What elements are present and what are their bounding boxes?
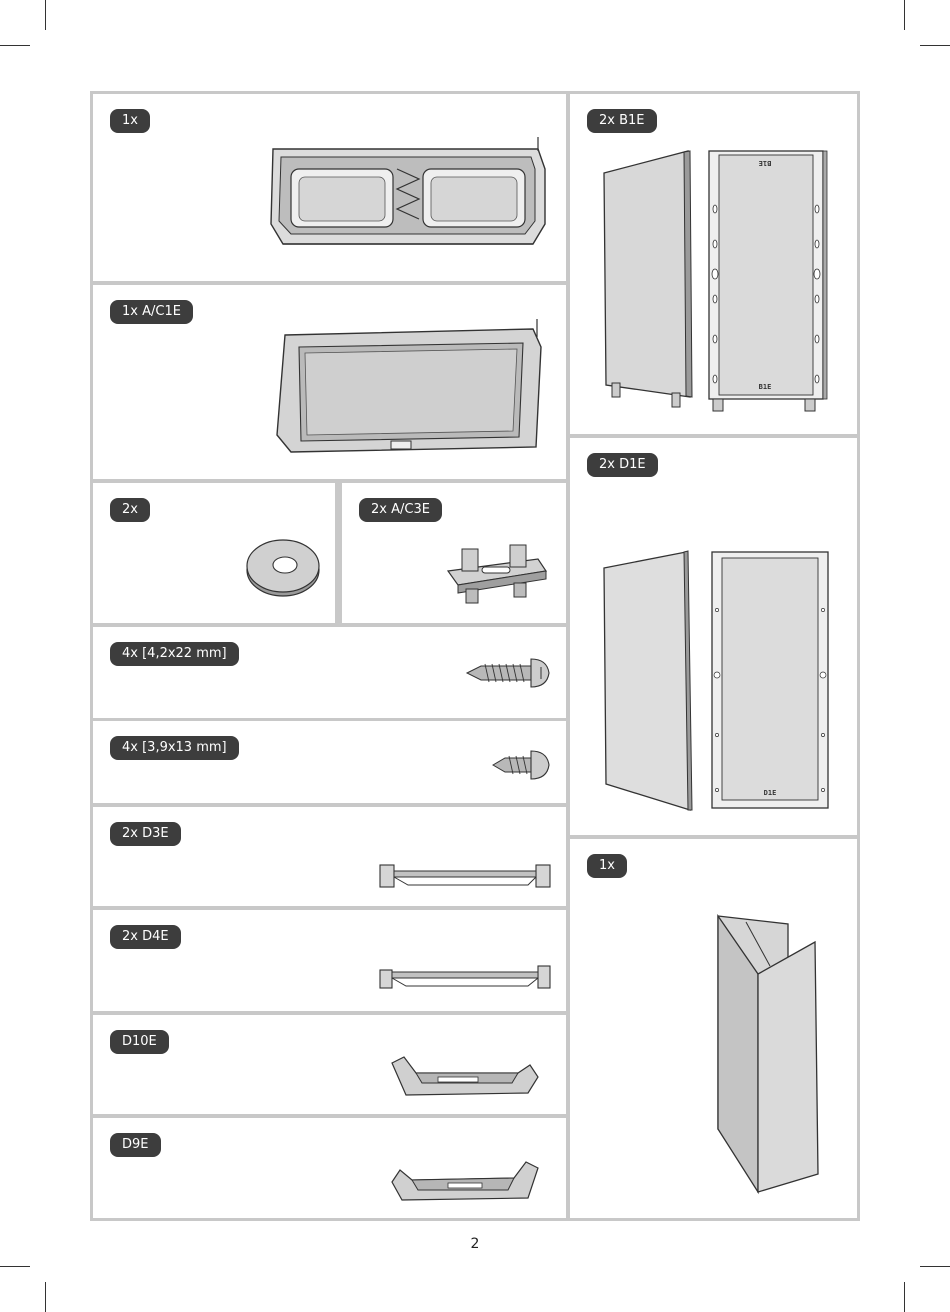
washer-icon <box>243 537 323 599</box>
part-quantity-label: 1x <box>587 854 627 878</box>
clip-bracket-icon <box>442 543 552 613</box>
crop-mark <box>904 1282 905 1312</box>
handle-icon <box>388 1053 543 1103</box>
door-panel-icon <box>600 548 695 813</box>
part-quantity-label: 4x [3,9x13 mm] <box>110 736 239 760</box>
part-cell-washer: 2x <box>93 483 335 623</box>
part-cell-tray-bottom: 1x <box>93 94 566 281</box>
part-quantity-label: 2x D4E <box>110 925 181 949</box>
handle-icon <box>388 1158 543 1208</box>
rail-bar-icon <box>378 857 553 897</box>
part-quantity-label: 2x A/C3E <box>359 498 442 522</box>
rail-bar-icon <box>378 962 553 998</box>
panel-stamp-label: B1E <box>759 159 772 167</box>
lid-frame-icon <box>271 317 551 462</box>
part-cell-bar-d4e: 2x D4E <box>93 910 566 1011</box>
part-quantity-label: 2x D1E <box>587 453 658 477</box>
folded-corner-panel-icon <box>710 904 840 1204</box>
part-quantity-label: 2x D3E <box>110 822 181 846</box>
part-quantity-label: D10E <box>110 1030 169 1054</box>
screw-short-icon <box>491 747 551 783</box>
part-cell-lid-frame: 1x A/C1E <box>93 285 566 479</box>
part-cell-corner-panel: 1x <box>570 839 857 1218</box>
part-quantity-label: 4x [4,2x22 mm] <box>110 642 239 666</box>
side-panel-icon <box>600 149 695 414</box>
part-cell-handle-d9e: D9E <box>93 1118 566 1218</box>
part-cell-handle-d10e: D10E <box>93 1015 566 1114</box>
part-cell-bar-d3e: 2x D3E <box>93 807 566 906</box>
crop-mark <box>45 1282 46 1312</box>
tray-base-icon <box>263 129 553 254</box>
panel-stamp-label: D1E <box>764 789 777 797</box>
part-cell-panel-b1e: 2x B1E B1E B1E <box>570 94 857 434</box>
part-quantity-label: 1x <box>110 109 150 133</box>
crop-mark <box>904 0 905 30</box>
part-quantity-label: 2x B1E <box>587 109 657 133</box>
screw-long-icon <box>463 655 553 691</box>
side-panel-icon: B1E B1E <box>705 149 830 414</box>
crop-mark <box>45 0 46 30</box>
crop-mark <box>0 45 30 46</box>
panel-stamp-label: B1E <box>759 383 772 391</box>
part-cell-screw-long: 4x [4,2x22 mm] <box>93 627 566 718</box>
crop-mark <box>920 1266 950 1267</box>
part-cell-panel-d1e: 2x D1E D1E <box>570 438 857 835</box>
crop-mark <box>0 1266 30 1267</box>
part-quantity-label: 2x <box>110 498 150 522</box>
part-cell-clip: 2x A/C3E <box>342 483 566 623</box>
page-number: 2 <box>0 1236 950 1252</box>
door-panel-icon: D1E <box>710 550 830 815</box>
crop-mark <box>920 45 950 46</box>
part-quantity-label: 1x A/C1E <box>110 300 193 324</box>
parts-list-sheet: 1x 1x A/C1E 2x <box>90 91 860 1221</box>
part-cell-screw-short: 4x [3,9x13 mm] <box>93 721 566 803</box>
part-quantity-label: D9E <box>110 1133 161 1157</box>
